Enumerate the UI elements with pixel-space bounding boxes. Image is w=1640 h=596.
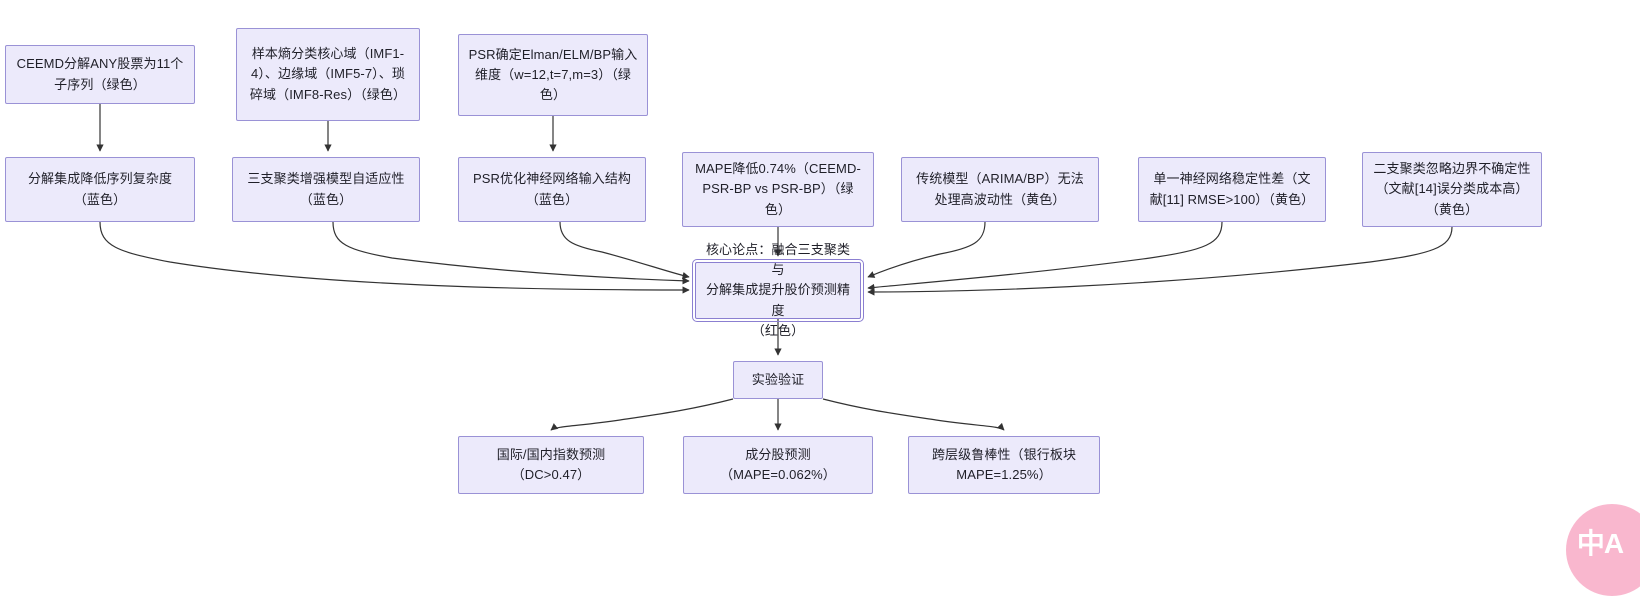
node-two-way-clustering-gap[interactable]: 二支聚类忽略边界不确定性 （文献[14]误分类成本高） （黄色）	[1362, 152, 1542, 227]
node-traditional-models-gap[interactable]: 传统模型（ARIMA/BP）无法 处理高波动性（黄色）	[901, 157, 1099, 222]
node-core-thesis[interactable]: 核心论点：融合三支聚类与 分解集成提升股价预测精度 （红色）	[692, 242, 864, 338]
edge-n8-core	[867, 221, 986, 278]
edge-n11-n14	[822, 398, 1005, 431]
node-decomposition-reduces-complexity[interactable]: 分解集成降低序列复杂度 （蓝色）	[5, 157, 195, 222]
watermark-badge: 中A	[1566, 504, 1640, 596]
node-constituent-stock-result[interactable]: 成分股预测 （MAPE=0.062%）	[683, 436, 873, 494]
node-single-nn-instability-gap[interactable]: 单一神经网络稳定性差（文 献[11] RMSE>100）（黄色）	[1138, 157, 1326, 222]
edge-n11-n12	[550, 398, 734, 431]
node-three-way-clustering-adaptivity[interactable]: 三支聚类增强模型自适应性 （蓝色）	[232, 157, 420, 222]
node-mape-improvement-evidence[interactable]: MAPE降低0.74%（CEEMD- PSR-BP vs PSR-BP）（绿 色…	[682, 152, 874, 227]
node-psr-optimizes-nn-input[interactable]: PSR优化神经网络输入结构 （蓝色）	[458, 157, 646, 222]
edge-n5-core	[332, 221, 690, 285]
node-psr-input-dimension[interactable]: PSR确定Elman/ELM/BP输入 维度（w=12,t=7,m=3）（绿 色…	[458, 34, 648, 116]
diagram-canvas: CEEMD分解ANY股票为11个 子序列（绿色） 样本熵分类核心域（IMF1- …	[5, 28, 1640, 596]
edge-n4-core	[99, 221, 690, 294]
watermark-label: 中A	[1576, 528, 1624, 559]
node-experimental-validation[interactable]: 实验验证	[733, 361, 823, 399]
edge-n10-core	[867, 226, 1453, 296]
edge-n6-core	[559, 221, 690, 280]
node-ceemd-decomposition[interactable]: CEEMD分解ANY股票为11个 子序列（绿色）	[5, 45, 195, 104]
node-cross-level-robustness-result[interactable]: 跨层级鲁棒性（银行板块 MAPE=1.25%）	[908, 436, 1100, 494]
edge-n9-core	[867, 221, 1223, 291]
node-sample-entropy-classification[interactable]: 样本熵分类核心域（IMF1- 4）、边缘域（IMF5-7）、琐 碎域（IMF8-…	[236, 28, 420, 121]
node-index-forecast-result[interactable]: 国际/国内指数预测 （DC>0.47）	[458, 436, 644, 494]
